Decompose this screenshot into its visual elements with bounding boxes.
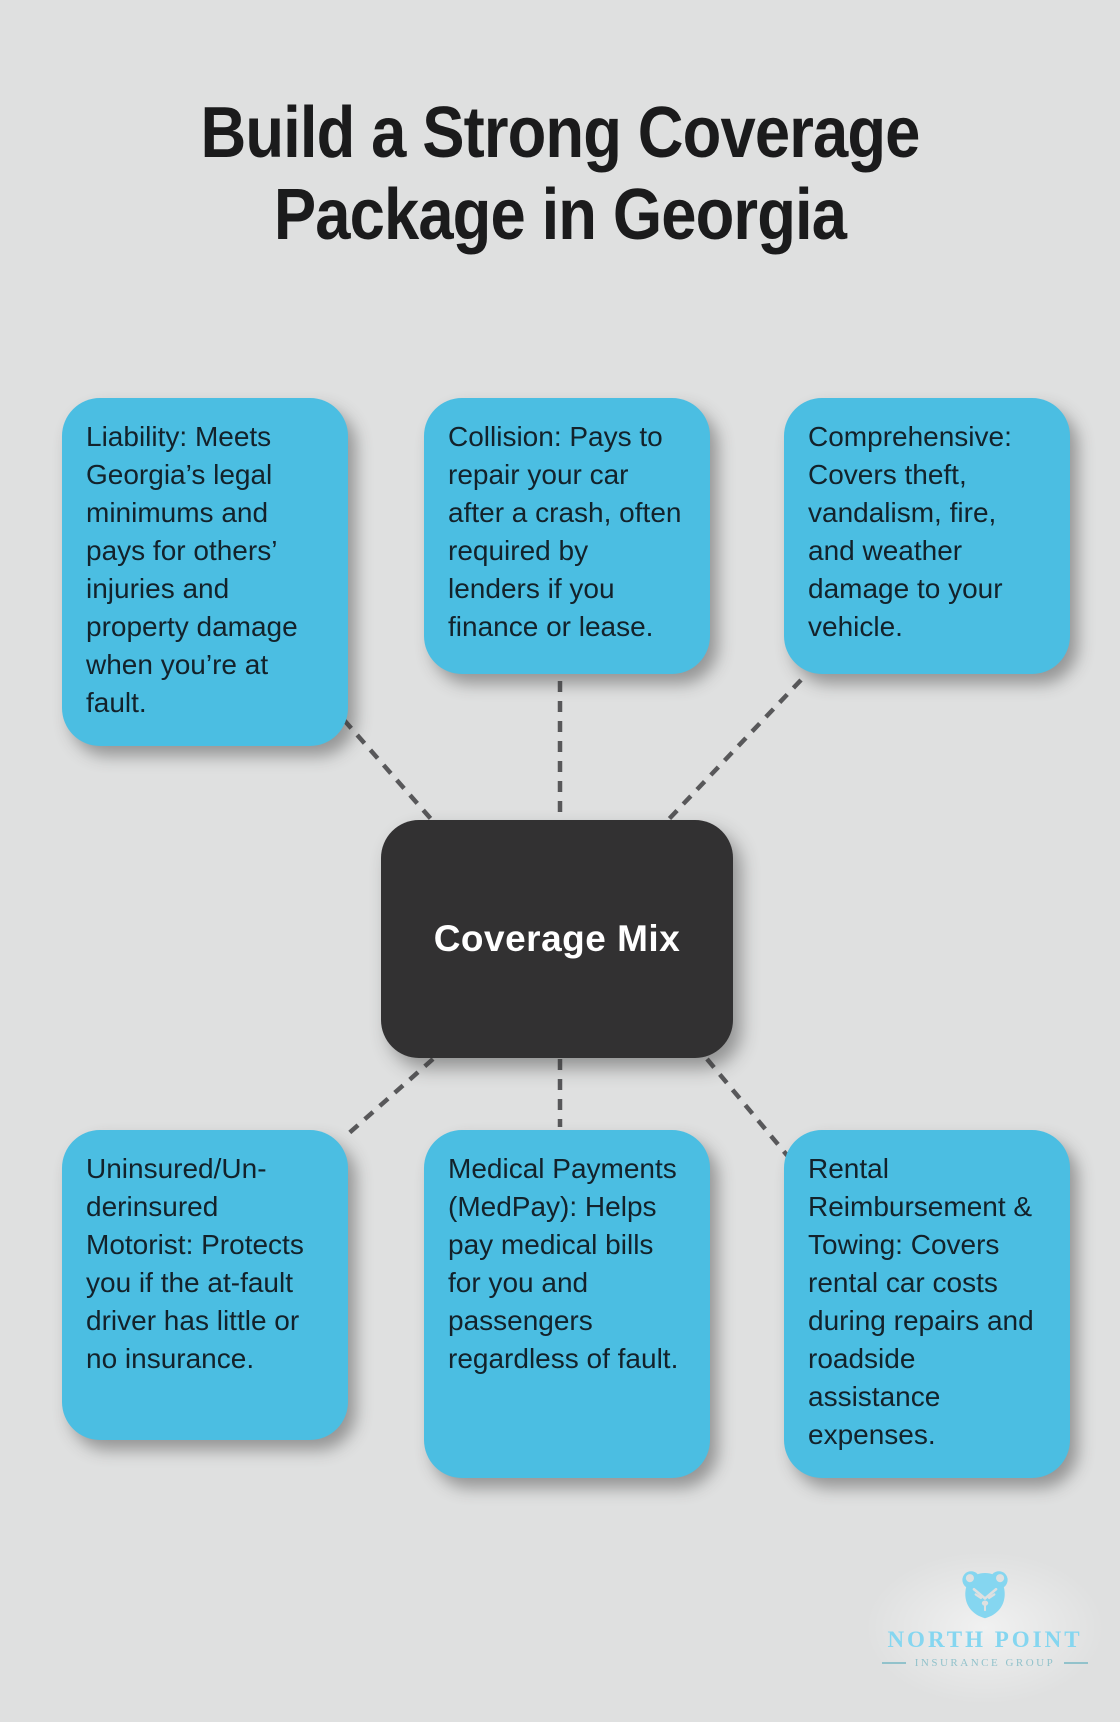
card-comprehensive: Comprehensive: Covers theft, vandalism, … bbox=[784, 398, 1070, 674]
brand-subtitle: INSURANCE GROUP bbox=[914, 1657, 1056, 1669]
card-rental-towing-text: Rental Reimbursement & Towing: Covers re… bbox=[808, 1153, 1034, 1450]
card-uninsured-motorist-text: Uninsured/Un-derinsured Motorist: Protec… bbox=[86, 1153, 304, 1374]
page-title: Build a Strong Coverage Package in Georg… bbox=[67, 92, 1053, 256]
connector-liability-to-center bbox=[342, 718, 433, 821]
card-medical-payments: Medical Payments (MedPay): Helps pay med… bbox=[424, 1130, 710, 1478]
brand-subtitle-row: INSURANCE GROUP bbox=[870, 1657, 1100, 1669]
connector-center-to-uninsured bbox=[346, 1057, 435, 1136]
logo-rule-right bbox=[1064, 1662, 1089, 1664]
card-liability: Liability: Meets Georgia’s legal minimum… bbox=[62, 398, 348, 746]
brand-logo: NORTH POINT INSURANCE GROUP bbox=[860, 1548, 1110, 1708]
connector-comprehensive-to-center bbox=[667, 678, 803, 821]
card-liability-text: Liability: Meets Georgia’s legal minimum… bbox=[86, 421, 298, 718]
card-medical-payments-text: Medical Payments (MedPay): Helps pay med… bbox=[448, 1153, 679, 1374]
brand-name: NORTH POINT bbox=[887, 1627, 1083, 1652]
card-collision: Collision: Pays to repair your car after… bbox=[424, 398, 710, 674]
bear-icon bbox=[962, 1571, 1008, 1619]
connector-center-to-rental bbox=[705, 1057, 793, 1162]
card-collision-text: Collision: Pays to repair your car after… bbox=[448, 421, 682, 642]
card-comprehensive-text: Comprehensive: Covers theft, vandalism, … bbox=[808, 421, 1012, 642]
card-uninsured-motorist: Uninsured/Un-derinsured Motorist: Protec… bbox=[62, 1130, 348, 1440]
page-title-line-1: Build a Strong Coverage bbox=[200, 93, 920, 173]
page-title-line-2: Package in Georgia bbox=[273, 175, 847, 255]
center-node-label: Coverage Mix bbox=[433, 918, 681, 959]
card-rental-towing: Rental Reimbursement & Towing: Covers re… bbox=[784, 1130, 1070, 1478]
center-node-coverage-mix: Coverage Mix bbox=[381, 820, 733, 1058]
logo-rule-left bbox=[881, 1662, 906, 1664]
